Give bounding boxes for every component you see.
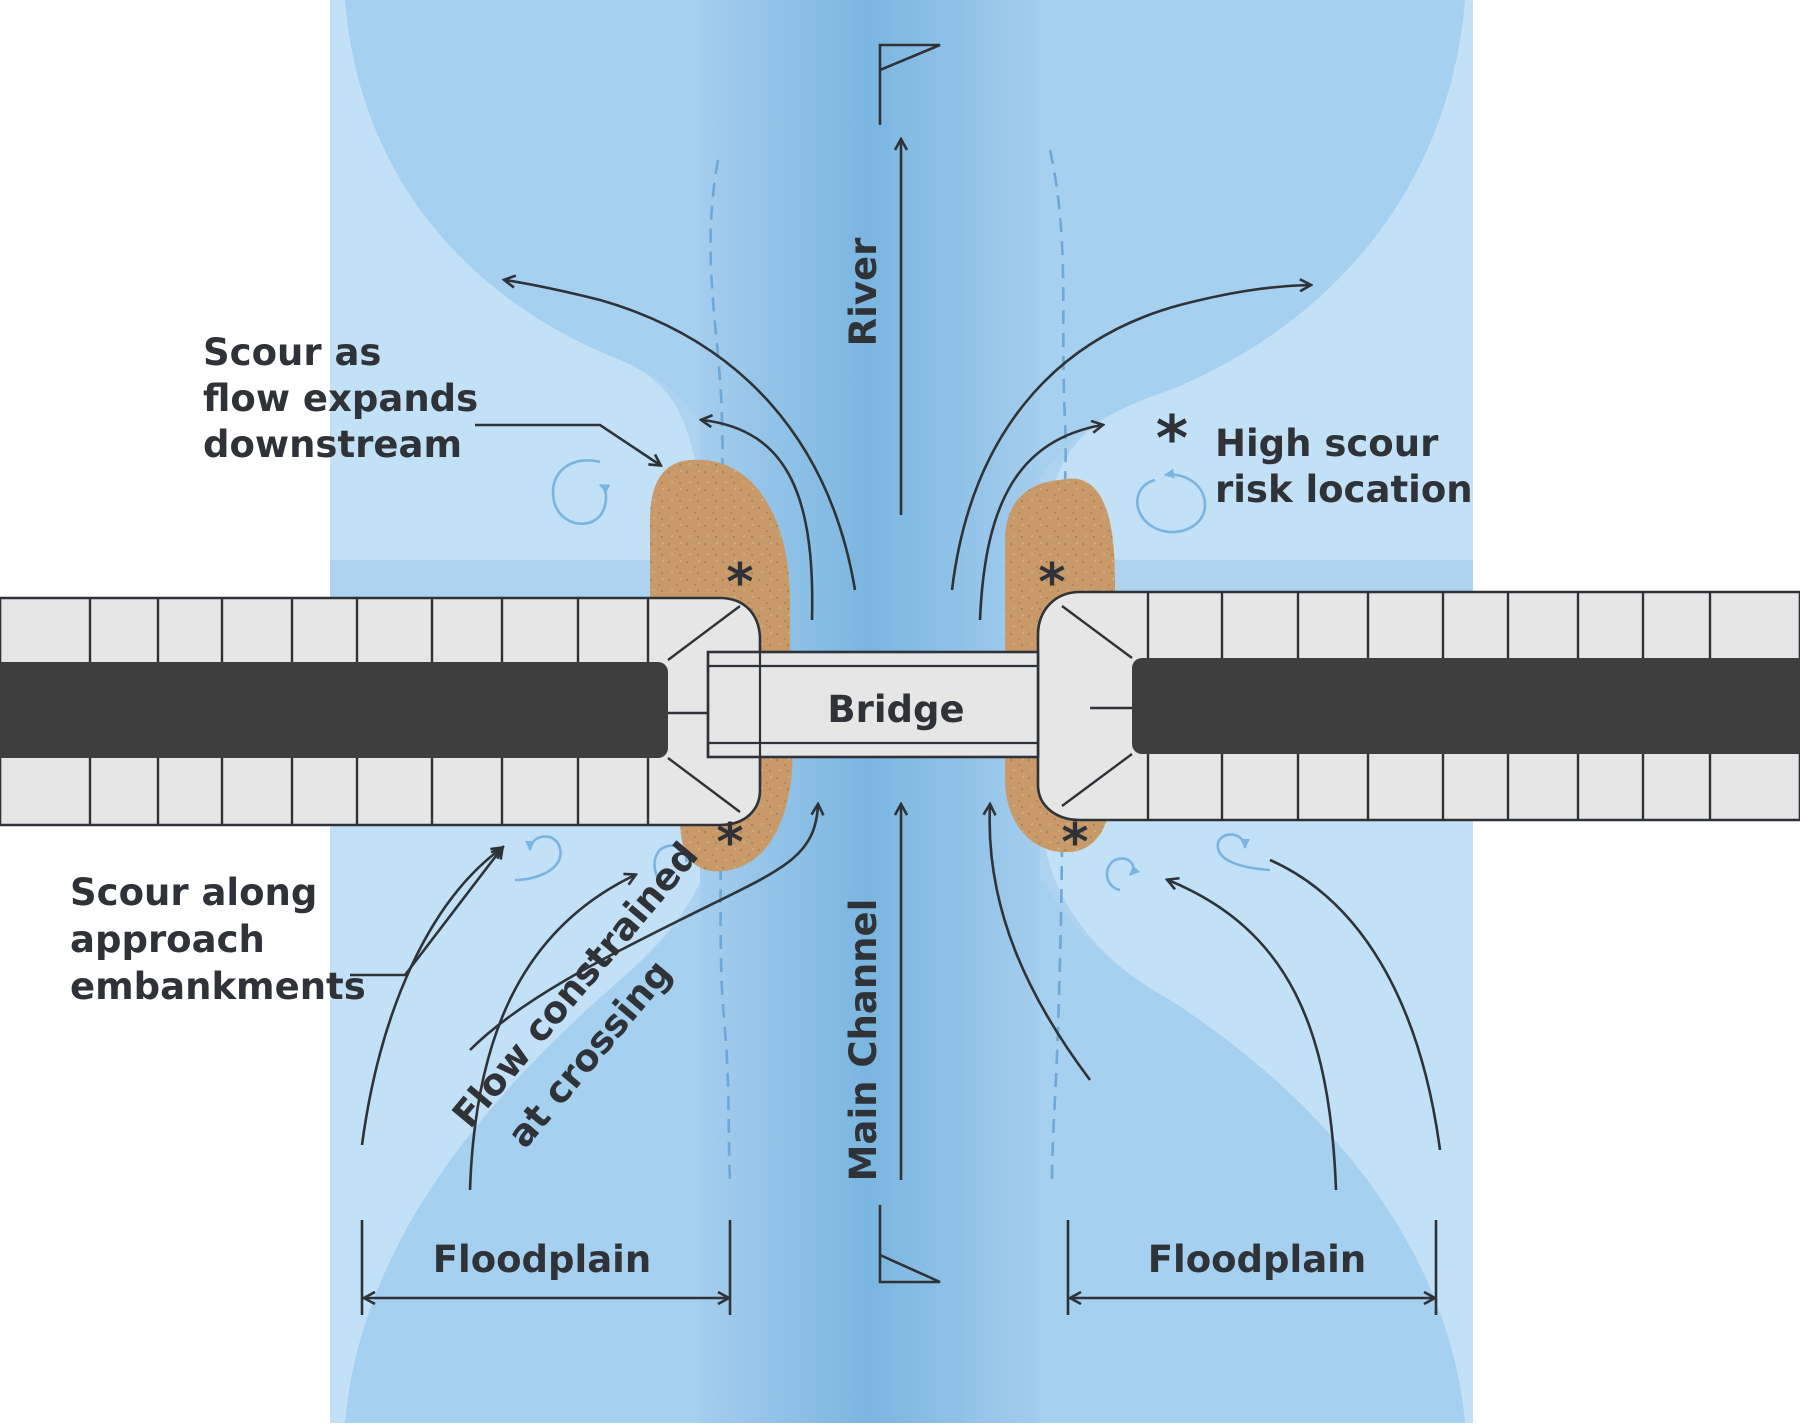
bridge-label: Bridge bbox=[827, 688, 964, 731]
shallow-water-lower-left bbox=[330, 800, 720, 1423]
legend-text-line: risk location bbox=[1215, 468, 1473, 511]
flow-arrow-lower-right-mid bbox=[1168, 880, 1338, 1191]
flow-arrow-upper-left-inner bbox=[702, 420, 814, 621]
floodplain-left-label: Floodplain bbox=[433, 1238, 651, 1281]
floodplain-right-label: Floodplain bbox=[1148, 1238, 1366, 1281]
flow-arrow-lower-right-inner bbox=[990, 805, 1092, 1081]
upstream-flag-icon bbox=[878, 43, 941, 125]
scour-risk-marker: * bbox=[1038, 553, 1065, 613]
scour-expand-label: Scour as flow expands downstream bbox=[203, 331, 491, 466]
scour-risk-marker: * bbox=[716, 813, 743, 873]
floodplain-dimension-left bbox=[360, 1220, 732, 1315]
scour-expand-line: flow expands bbox=[203, 377, 478, 420]
flow-arrow-upper-right-outer bbox=[950, 285, 1310, 591]
shallow-water-upper-right bbox=[1040, 0, 1473, 560]
flow-arrow-upper-left-outer bbox=[505, 280, 857, 591]
eddy-icon bbox=[1216, 833, 1271, 872]
left-road bbox=[0, 662, 668, 758]
scour-approach-line: approach bbox=[70, 918, 265, 961]
river-label: River bbox=[842, 237, 885, 346]
leader-scour-approach bbox=[350, 848, 502, 977]
channel-bank-dashed-left-lower bbox=[718, 819, 732, 1181]
channel-bank-dashed-left bbox=[709, 159, 724, 581]
channel-bank-dashed-right-lower bbox=[1050, 819, 1064, 1181]
main-channel-label: Main Channel bbox=[842, 899, 885, 1182]
flow-arrow-lower-left-mid bbox=[468, 875, 635, 1191]
right-road bbox=[1132, 658, 1800, 754]
legend: * High scour risk location bbox=[1156, 402, 1473, 511]
flow-arrow-upper-right-inner bbox=[978, 425, 1102, 621]
scour-risk-marker: * bbox=[726, 553, 753, 613]
eddy-icon bbox=[1105, 857, 1140, 892]
downstream-flag-icon bbox=[878, 1205, 941, 1284]
flow-arrow-lower-right-outer bbox=[1269, 858, 1442, 1151]
scour-approach-line: embankments bbox=[70, 965, 366, 1008]
eddy-icon bbox=[1135, 468, 1207, 534]
eddy-icon bbox=[551, 459, 611, 526]
scour-risk-marker: * bbox=[1061, 813, 1088, 873]
floodplain-dimension-right bbox=[1066, 1220, 1438, 1315]
legend-text: High scour risk location bbox=[1215, 422, 1473, 511]
scour-approach-line: Scour along bbox=[70, 871, 317, 914]
shallow-water-upper-left bbox=[330, 0, 705, 560]
scour-approach-label: Scour along approach embankments bbox=[70, 871, 366, 1008]
eddy-icon bbox=[514, 835, 562, 882]
legend-symbol: * bbox=[1156, 402, 1188, 475]
flow-arrow-lower-left-inner bbox=[469, 805, 818, 1051]
bridge-deck bbox=[706, 650, 1040, 759]
legend-text-line: High scour bbox=[1215, 422, 1439, 465]
scour-expand-line: downstream bbox=[203, 423, 462, 466]
eddy-icon bbox=[653, 844, 694, 887]
leader-scour-expand bbox=[475, 423, 660, 465]
scour-expand-line: Scour as bbox=[203, 331, 381, 374]
shallow-water-lower-right bbox=[1040, 800, 1473, 1423]
